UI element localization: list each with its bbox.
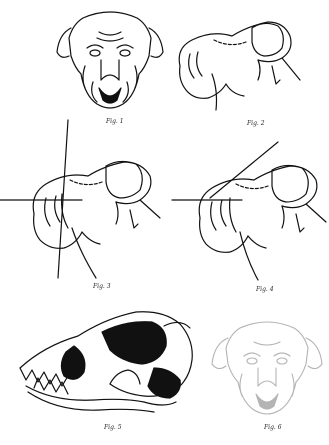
fig3-caption: Fig. 3	[93, 283, 111, 290]
fig5-drawing	[14, 306, 200, 416]
fig4-caption: Fig. 4	[256, 286, 274, 293]
fig1-drawing	[55, 8, 165, 116]
fig2-drawing	[172, 14, 302, 120]
fig6-drawing	[212, 318, 322, 420]
fig6-caption: Fig. 6	[264, 424, 282, 431]
fig5-caption: Fig. 5	[104, 424, 122, 431]
fig3-drawing	[0, 118, 165, 286]
fig4-drawing	[170, 140, 328, 290]
fig2-caption: Fig. 2	[247, 120, 265, 127]
